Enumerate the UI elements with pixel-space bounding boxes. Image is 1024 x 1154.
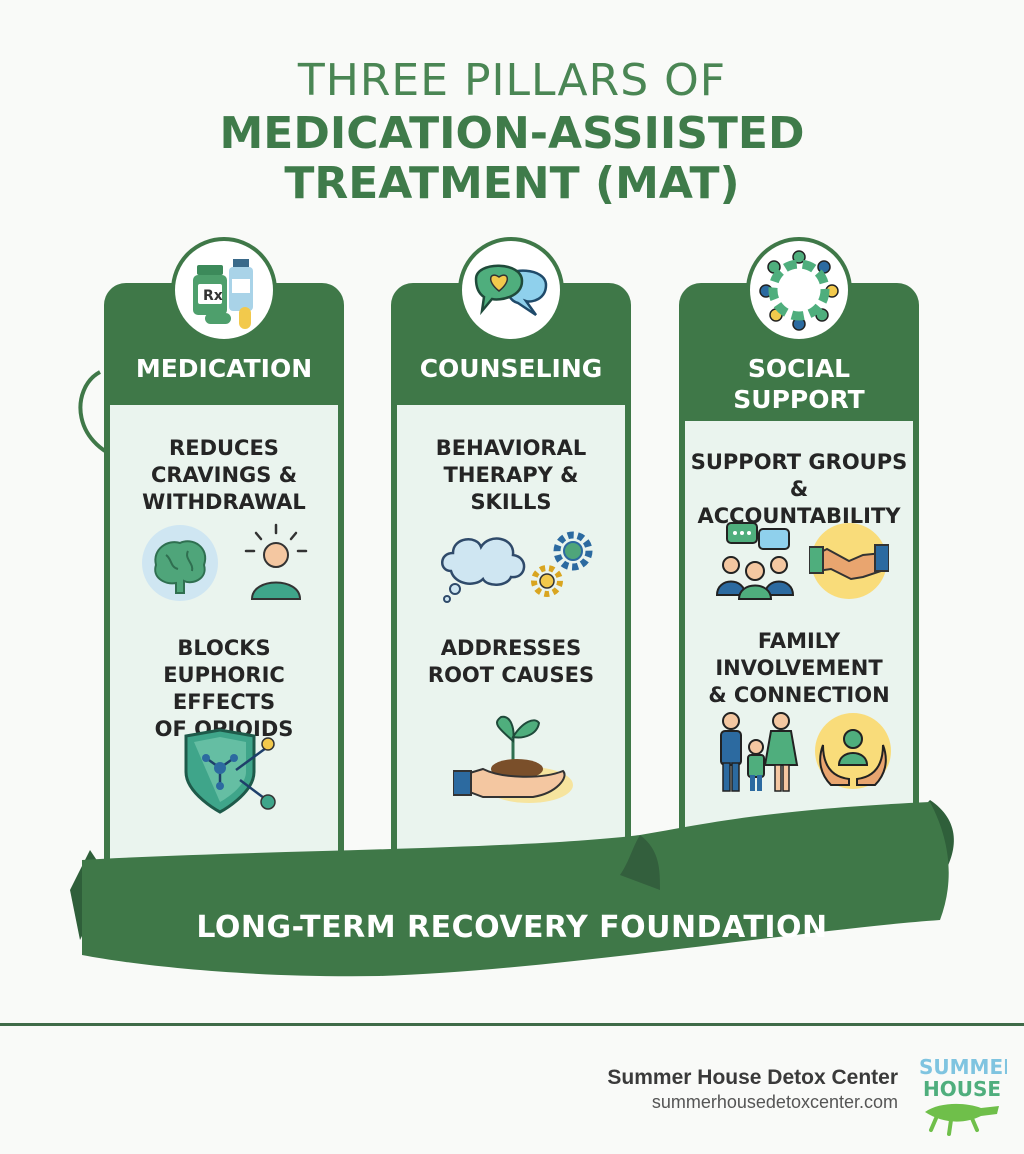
shield-molecule-icon (184, 728, 276, 814)
social-support-item-2-text: FAMILY INVOLVEMENT & CONNECTION (708, 629, 890, 707)
svg-text:SUMMER: SUMMER (919, 1055, 1007, 1079)
medication-heading: MEDICATION (135, 354, 313, 383)
thought-cloud-icon (441, 537, 526, 603)
counseling-item-2-text: ADDRESSES ROOT CAUSES (427, 636, 595, 687)
counseling-heading: COUNSELING (419, 354, 603, 383)
medication-item-2-text: BLOCKS EUPHORIC EFFECTS OF OPIOIDS (154, 636, 294, 741)
group-chat-icon (715, 522, 795, 600)
pillar-counseling: COUNSELING BEHAVIORAL THERAPY & SKILLS A… (391, 237, 631, 863)
medication-item-1-text: REDUCES CRAVINGS & WITHDRAWAL (142, 436, 306, 514)
social-support-item-1-text: SUPPORT GROUPS & ACCOUNTABILITY (690, 450, 908, 528)
people-circle-icon (759, 250, 839, 331)
footer-brand: Summer House Detox Center summerhousedet… (607, 1066, 898, 1113)
brand-url[interactable]: summerhousedetoxcenter.com (651, 1092, 898, 1112)
medication-badge: Rx (171, 237, 277, 343)
title-line-3: TREATMENT (MAT) (284, 158, 740, 209)
gears-icon (531, 531, 593, 597)
footer-divider (0, 1023, 1024, 1026)
social-support-panel: SUPPORT GROUPS & ACCOUNTABILITY FAMILY I… (685, 421, 913, 863)
family-icon (720, 712, 799, 792)
handshake-icon (809, 523, 889, 599)
recovery-ribbon (70, 800, 954, 977)
pillar-medication: Rx MEDICATION REDUCES CRAVINGS & WITHDRA… (104, 237, 344, 863)
svg-text:Rx: Rx (203, 288, 223, 304)
counseling-panel: BEHAVIORAL THERAPY & SKILLS ADDRESSES RO… (397, 405, 625, 863)
title-line-1: THREE PILLARS OF (297, 55, 727, 106)
svg-text:HOUSE: HOUSE (923, 1077, 1001, 1101)
ribbon-label: LONG-TERM RECOVERY FOUNDATION (196, 910, 828, 945)
brand-name: Summer House Detox Center (607, 1066, 898, 1089)
social-support-heading: SOCIAL SUPPORT (733, 354, 865, 414)
counseling-badge (458, 237, 564, 343)
social-support-badge (746, 237, 852, 343)
title-line-2: MEDICATION-ASSIISTED (219, 108, 805, 159)
medicine-bottles-icon: Rx (193, 259, 253, 329)
counseling-item-1-text: BEHAVIORAL THERAPY & SKILLS (435, 436, 587, 514)
pillar-social-support: SOCIAL SUPPORT SUPPORT GROUPS & ACCOUNTA… (679, 237, 919, 863)
chat-bubbles-heart-icon (474, 264, 548, 317)
medication-panel: REDUCES CRAVINGS & WITHDRAWAL BLOCKS EUP… (110, 405, 338, 863)
hand-sprout-icon (453, 715, 573, 803)
brain-icon (142, 525, 218, 601)
summer-house-logo-icon: SUMMER HOUSE (919, 1055, 1007, 1136)
person-relief-icon (244, 523, 308, 600)
hands-person-icon (815, 713, 891, 789)
